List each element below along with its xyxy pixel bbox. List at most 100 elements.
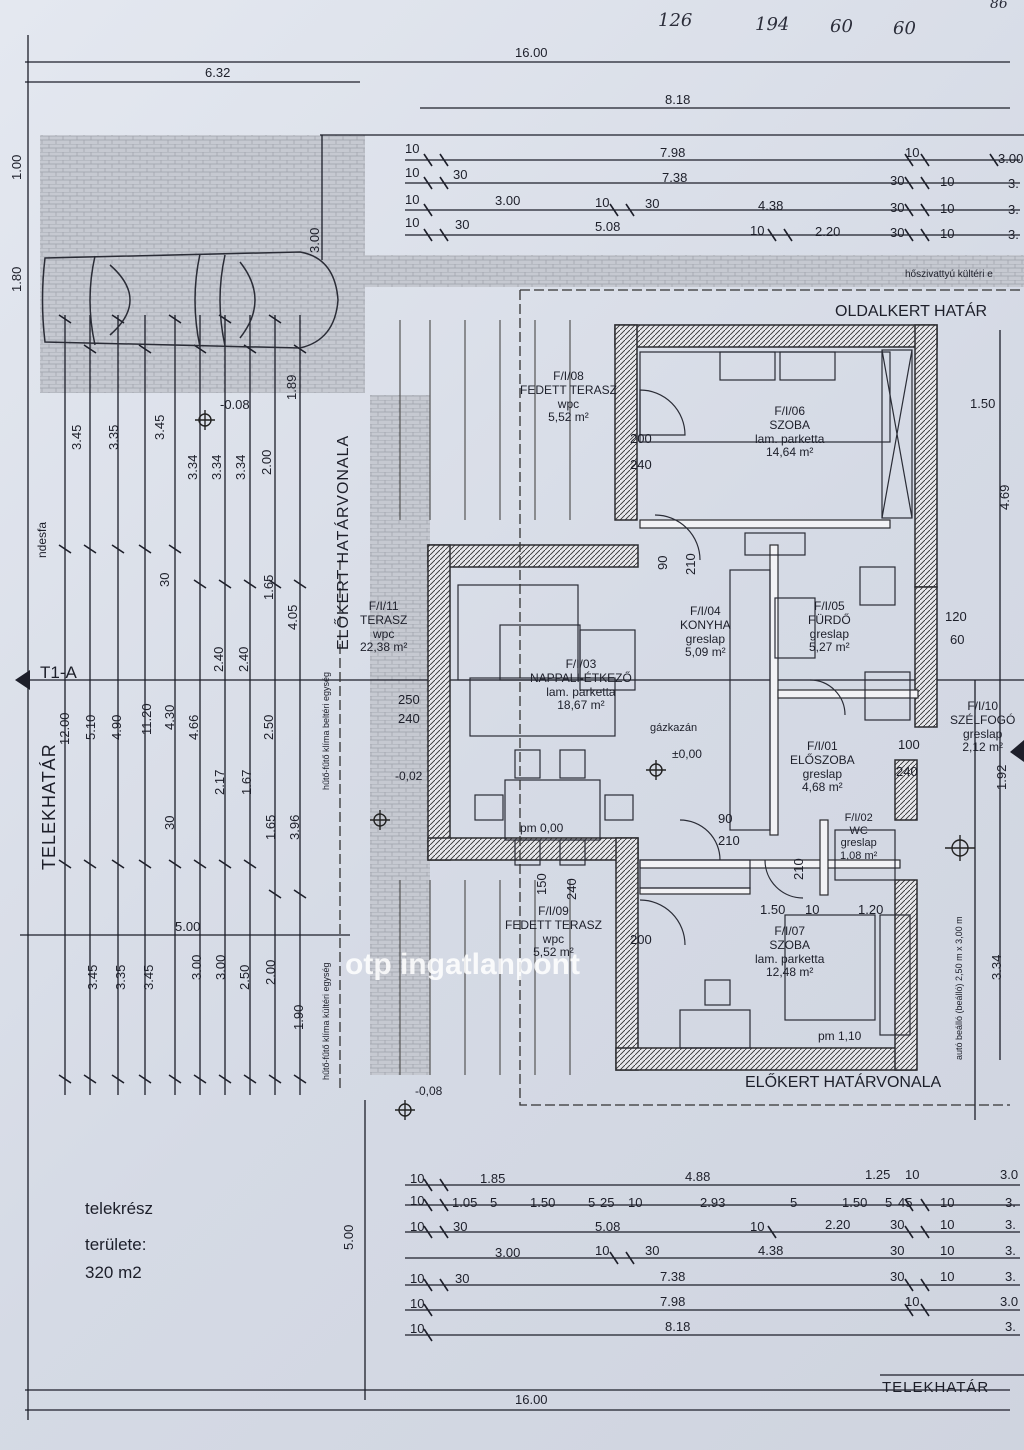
idim-100: 100: [898, 737, 920, 752]
room-name: ELŐSZOBA: [790, 752, 855, 767]
idim-469: 4.69: [997, 484, 1012, 510]
dim-r2-f: 3.: [1008, 176, 1019, 191]
dim-r2-c: 7.38: [662, 170, 688, 185]
handwritten-corner: 86: [990, 0, 1008, 12]
bdim-r4-g: 3.: [1005, 1243, 1016, 1258]
idim-150c: 1.50: [970, 396, 996, 411]
vdim-c2-2: 5.10: [83, 714, 98, 740]
bdim-r7-c: 3.: [1005, 1319, 1016, 1334]
room-area: 5,09 m²: [685, 645, 726, 660]
handwritten-num-1: 194: [755, 14, 790, 35]
vdim-c7-3: 1.67: [239, 769, 254, 795]
dim-r1-a: 10: [405, 141, 420, 156]
room-area: 5,52 m²: [533, 945, 574, 960]
bdim-r6-a: 10: [410, 1296, 425, 1311]
label-gazkazan: gázkazán: [650, 722, 698, 734]
vdim-c5-1: 3.34: [185, 454, 200, 480]
dimension-ticks: [58, 153, 999, 1342]
car-outline: [41, 251, 339, 349]
lot-dim-500: 5.00: [341, 1224, 356, 1250]
dim-r1-b: 7.98: [660, 145, 686, 160]
idim-90: 90: [655, 555, 670, 570]
vdim-c6-3: 2.17: [212, 769, 227, 795]
bdim-r2-c: 5: [490, 1195, 498, 1210]
bdim-r5-c: 7.38: [660, 1269, 686, 1284]
bdim-r5-d: 30: [890, 1269, 905, 1284]
dim-total-bottom: 16.00: [515, 1392, 548, 1407]
bdim-r4-b: 10: [595, 1243, 610, 1258]
vdim-c6-1: 3.34: [209, 454, 224, 480]
room-area: 2,12 m²: [962, 740, 1004, 755]
idim-60: 60: [950, 632, 965, 647]
room-name: SZÉLFOGÓ: [950, 712, 1016, 727]
idim-10: 10: [805, 902, 820, 917]
idim-192: 1.92: [994, 764, 1009, 790]
dim-r4-e: 2.20: [815, 224, 841, 239]
dim-r3-e: 4.38: [758, 198, 784, 213]
bdim-r5-f: 3.: [1005, 1269, 1016, 1284]
room-name: NAPPALI-ÉTKEZŐ: [530, 670, 632, 685]
bdim-r2-g: 10: [628, 1195, 643, 1210]
room-name: TERASZ: [360, 612, 408, 627]
bdim-r3-d: 10: [750, 1219, 765, 1234]
bdim-r1-e: 10: [905, 1167, 920, 1182]
idim-90b: 90: [718, 811, 733, 826]
bdim-r1-a: 10: [410, 1171, 425, 1186]
dim-r1-c: 10: [905, 145, 920, 160]
vdim-c2-3: 3.35: [113, 964, 128, 990]
room-floor: lam. parketta: [546, 684, 616, 699]
idim-250: 250: [398, 692, 420, 707]
vdim-c8-4: 1.65: [263, 814, 278, 840]
house-walls: [427, 324, 938, 1071]
dim-r4-f: 30: [890, 225, 905, 240]
bdim-r1-f: 3.0: [1000, 1167, 1019, 1182]
vdim-c1-2: 12.00: [57, 712, 72, 745]
vdim-c4-4: 30: [162, 815, 177, 830]
room-area: 1,08 m²: [840, 849, 878, 862]
room-floor: wpc: [373, 626, 395, 641]
room-area: 22,38 m²: [360, 640, 408, 655]
idim-210c: 210: [791, 858, 806, 880]
vdim-c2-1: 3.35: [106, 424, 121, 450]
dim-r4-h: 3.: [1008, 227, 1019, 242]
room-fi05: F/I/05 FÜRDŐ greslap 5,27 m²: [808, 599, 851, 655]
bdim-r3-g: 10: [940, 1217, 955, 1232]
label-klima-belteri: hűtő-fűtő klíma beltéri egység: [321, 671, 331, 790]
idim-200b: 200: [630, 932, 652, 947]
dim-left-top: 6.32: [205, 65, 231, 80]
dim-r1-d: 3.00: [998, 151, 1024, 166]
idim-210b: 210: [718, 833, 740, 848]
vdim-c3-1: 4.90: [109, 714, 124, 740]
room-fi03: F/I/03 NAPPALI-ÉTKEZŐ lam. parketta 18,6…: [530, 657, 632, 713]
vdim-c5-3: 3.00: [189, 954, 204, 980]
idim-210: 210: [683, 553, 698, 575]
bdim-r3-b: 30: [453, 1219, 468, 1234]
level-000: ±0,00: [672, 747, 702, 761]
dim-r2-d: 30: [890, 173, 905, 188]
watermark-logo: otp ingatlanpont: [345, 948, 580, 981]
bdim-r2-m: 10: [940, 1195, 955, 1210]
vdim-c9-1: 1.89: [284, 374, 299, 400]
room-floor: greslap: [840, 837, 877, 850]
room-name: WC: [849, 824, 868, 837]
idim-240b: 240: [398, 711, 420, 726]
vdim-c8-5: 2.00: [263, 959, 278, 985]
room-code: F/I/09: [538, 904, 569, 918]
vdim-c8-2: 1.65: [261, 574, 276, 600]
vdim-c1-3: 3.45: [85, 964, 100, 990]
bdim-r4-d: 4.38: [758, 1243, 784, 1258]
boundary-lines: [339, 289, 1024, 1106]
bdim-r6-c: 10: [905, 1294, 920, 1309]
bdim-r3-e: 2.20: [825, 1217, 851, 1232]
dim-r4-a: 10: [405, 215, 420, 230]
room-code: F/I/01: [807, 739, 838, 753]
idim-334: 3.34: [989, 954, 1004, 980]
label-ndesfa: ndesfa: [35, 521, 49, 558]
handwritten-num-3: 60: [893, 18, 916, 39]
idim-120: 120: [945, 609, 967, 624]
bdim-r2-e: 5: [588, 1195, 596, 1210]
room-name: KONYHA: [680, 617, 731, 632]
handwritten-num-2: 60: [830, 16, 853, 37]
idim-240c: 240: [896, 764, 918, 779]
